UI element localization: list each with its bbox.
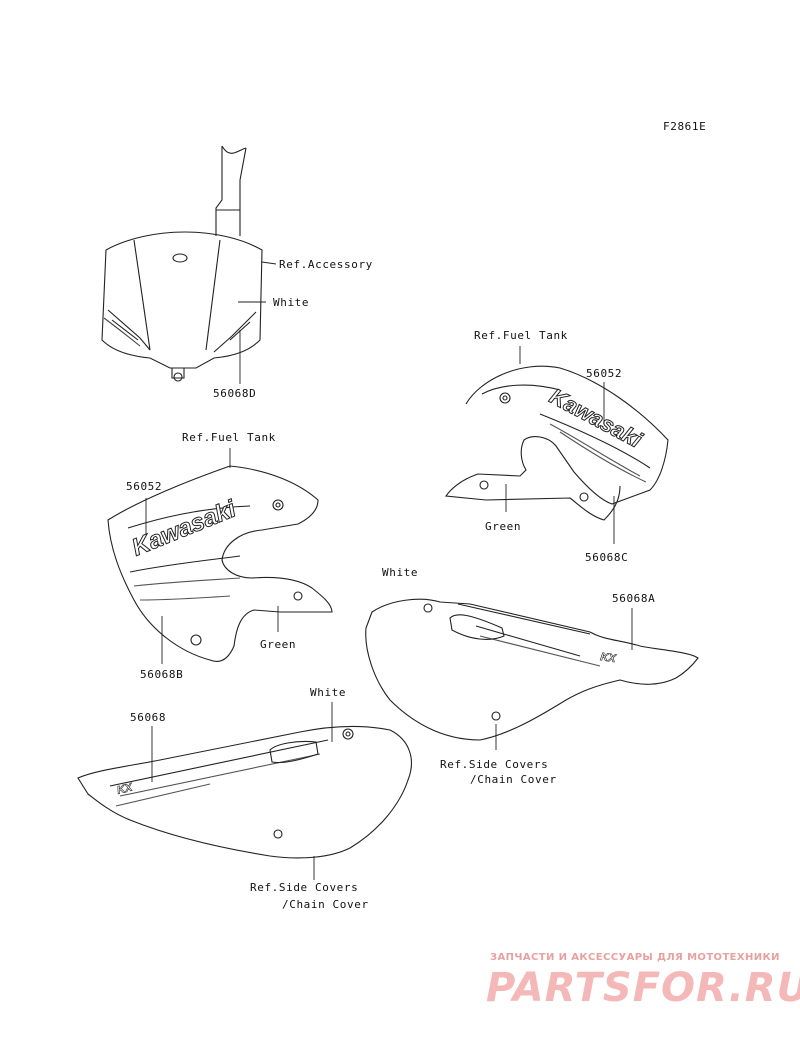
label-ref-side-covers-left-2: /Chain Cover (282, 898, 369, 911)
side-cover-left: KX (77, 725, 412, 859)
fuel-tank-shroud-left (107, 465, 333, 663)
watermark-logo: PARTSFOR.RU (486, 965, 800, 1011)
label-green-right: Green (485, 520, 522, 533)
label-part-56068d: 56068D (213, 387, 257, 400)
label-white-side-right: White (382, 566, 419, 579)
leader-lines-right-tank (505, 346, 615, 544)
label-part-56052-left: 56052 (126, 480, 163, 493)
label-part-56068: 56068 (130, 711, 167, 724)
brand-decal-right: Kawasaki (545, 383, 647, 454)
front-number-plate (101, 145, 263, 382)
model-decal-right: KX (600, 651, 617, 665)
figure-code: F2861E (663, 120, 707, 133)
watermark-tagline: ЗАПЧАСТИ И АКСЕССУАРЫ ДЛЯ МОТОТЕХНИКИ (490, 952, 780, 963)
label-part-56052-right: 56052 (586, 367, 623, 380)
label-ref-side-covers-right-1: Ref.Side Covers (440, 758, 549, 771)
leader-lines-right-cover (495, 608, 633, 750)
label-white-front: White (273, 296, 310, 309)
leader-lines-left-cover (151, 702, 333, 880)
label-part-56068a: 56068A (612, 592, 656, 605)
leader-lines-front (238, 261, 277, 384)
label-ref-fuel-tank-right: Ref.Fuel Tank (474, 329, 568, 342)
label-ref-side-covers-left-1: Ref.Side Covers (250, 881, 359, 894)
label-green-left: Green (260, 638, 297, 651)
fuel-tank-shroud-right (445, 365, 669, 521)
brand-text-right: Kawasaki (546, 383, 647, 453)
label-ref-fuel-tank-left: Ref.Fuel Tank (182, 431, 276, 444)
model-decal-left: KX (116, 781, 134, 797)
leader-lines-left-tank (145, 448, 279, 664)
label-part-56068c: 56068C (585, 551, 629, 564)
label-ref-accessory: Ref.Accessory (279, 258, 373, 271)
side-cover-right: KX (365, 598, 699, 741)
label-ref-side-covers-right-2: /Chain Cover (470, 773, 557, 786)
label-white-side-left: White (310, 686, 347, 699)
label-part-56068b: 56068B (140, 668, 184, 681)
